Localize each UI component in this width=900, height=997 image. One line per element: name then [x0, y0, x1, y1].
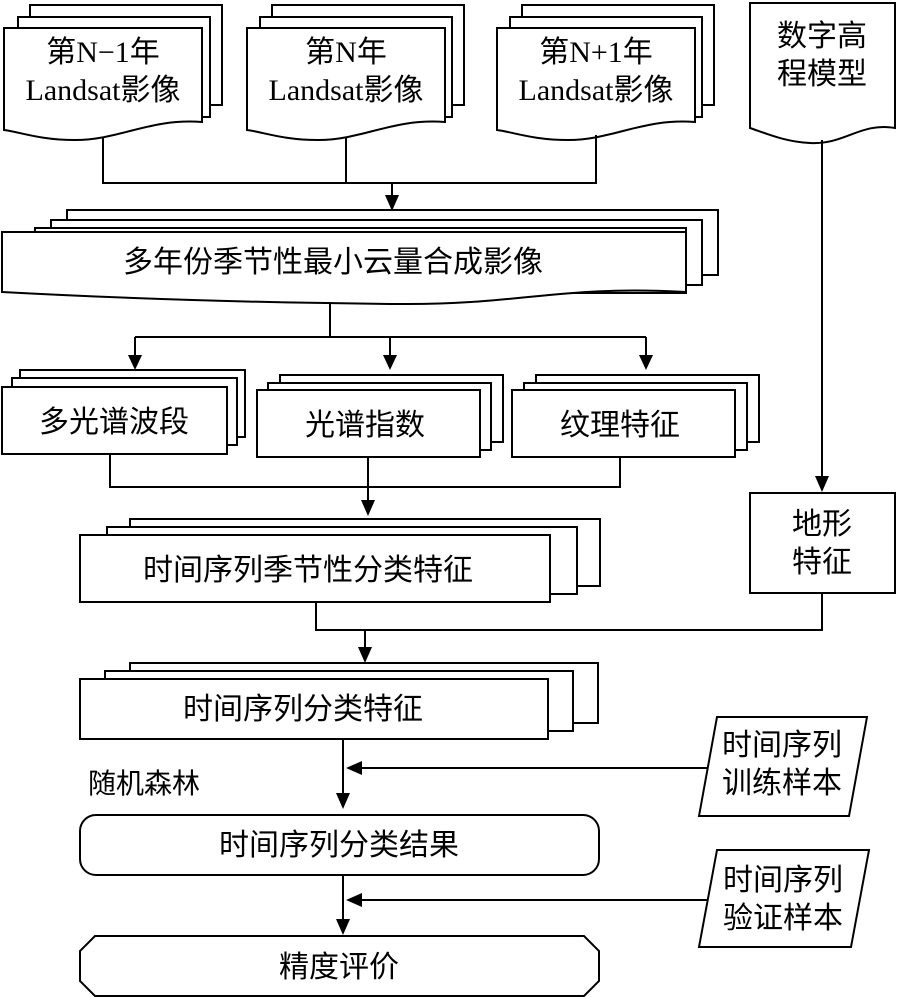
input-next-line2: Landsat影像	[519, 74, 674, 107]
dem-line1: 数字高	[777, 20, 867, 53]
input-next-line1: 第N+1年	[539, 36, 653, 69]
dem-line2: 程模型	[777, 58, 867, 91]
input-dem: 数字高 程模型	[749, 2, 896, 145]
validation-samples-box: 时间序列 验证样本	[697, 849, 871, 948]
accuracy-evaluation-box: 精度评价	[79, 935, 600, 997]
input-next-year-image: 第N+1年 Landsat影像	[496, 4, 715, 142]
accuracy-label: 精度评价	[279, 951, 399, 984]
arrow-training	[346, 761, 362, 775]
input-prev-year-image: 第N−1年 Landsat影像	[3, 4, 223, 142]
training-line2: 训练样本	[722, 767, 842, 800]
arrow-validation	[346, 893, 362, 907]
random-forest-label: 随机森林	[88, 768, 200, 800]
arrow-to-multispectral	[128, 355, 142, 370]
ts-features-stack: 时间序列分类特征	[79, 662, 599, 740]
result-label: 时间序列分类结果	[219, 829, 459, 862]
validation-line2: 验证样本	[723, 902, 843, 935]
seasonal-features-label: 时间序列季节性分类特征	[143, 554, 473, 587]
input-prev-line1: 第N−1年	[46, 36, 160, 69]
arrow-to-seasonal	[361, 500, 375, 516]
validation-line1: 时间序列	[723, 864, 843, 897]
feature-multispectral-stack: 多光谱波段	[1, 369, 246, 455]
arrow-to-accuracy	[336, 919, 350, 935]
connector-seasonal-terrain-merge	[315, 593, 823, 649]
arrow-to-texture	[639, 355, 653, 370]
arrow-to-terrain	[815, 476, 829, 492]
training-samples-box: 时间序列 训练样本	[697, 716, 869, 817]
multispectral-label: 多光谱波段	[39, 406, 189, 439]
terrain-line1: 地形	[792, 508, 852, 541]
terrain-feature-box: 地形 特征	[749, 492, 896, 594]
input-prev-line2: Landsat影像	[26, 74, 181, 107]
composite-label: 多年份季节性最小云量合成影像	[123, 246, 543, 279]
connector-composite-down	[134, 302, 647, 357]
training-line1: 时间序列	[722, 729, 842, 762]
terrain-line2: 特征	[792, 546, 852, 579]
arrow-to-composite	[385, 195, 399, 211]
classification-result-box: 时间序列分类结果	[79, 814, 600, 876]
arrow-to-result	[336, 793, 350, 809]
ts-features-label: 时间序列分类特征	[183, 693, 423, 726]
texture-label: 纹理特征	[560, 409, 680, 442]
input-current-year-image: 第N年 Landsat影像	[246, 4, 465, 142]
connector-features-merge	[109, 454, 621, 502]
connector-images-merge	[102, 135, 597, 184]
seasonal-features-stack: 时间序列季节性分类特征	[79, 518, 601, 603]
feature-texture-stack: 纹理特征	[511, 374, 760, 458]
indices-label: 光谱指数	[305, 409, 425, 442]
input-current-line2: Landsat影像	[269, 74, 424, 107]
composite-image-stack: 多年份季节性最小云量合成影像	[1, 209, 719, 306]
input-current-line1: 第N年	[305, 36, 387, 69]
arrow-to-ts-features	[358, 647, 372, 663]
arrow-to-indices	[383, 355, 397, 370]
feature-indices-stack: 光谱指数	[256, 374, 504, 458]
